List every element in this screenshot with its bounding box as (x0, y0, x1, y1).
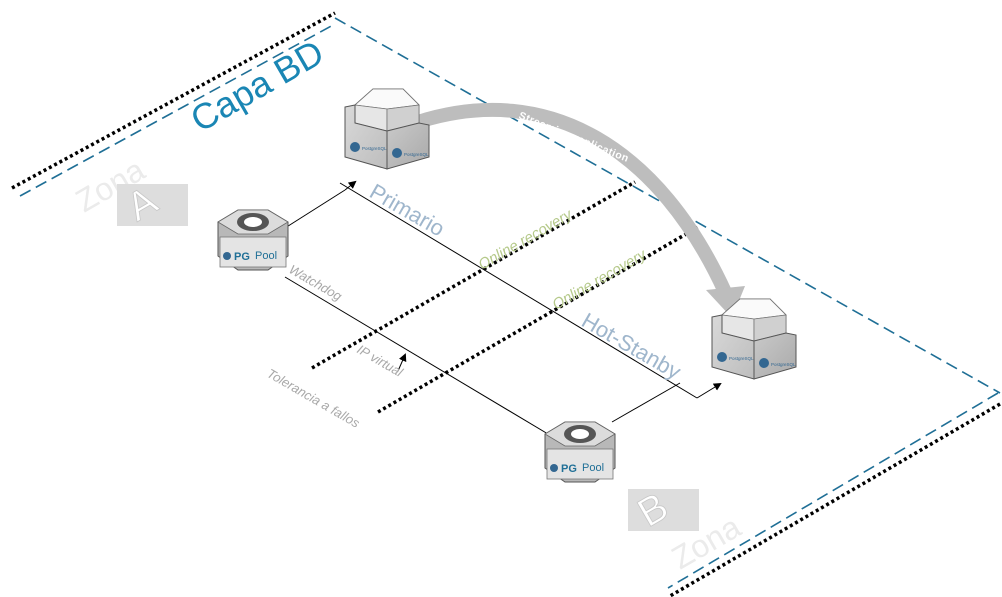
pgpool-node-b: PG Pool (544, 421, 616, 483)
postgresql-elephant-icon (550, 464, 558, 472)
zone-b-boundary (667, 392, 1001, 597)
standby-label: Hot-Stanby (578, 308, 686, 385)
zone-a-boundary (11, 11, 336, 197)
layer-title: Capa BD (184, 31, 331, 140)
virtual-ip-label: IP virtual (355, 342, 407, 381)
postgresql-elephant-icon (759, 358, 769, 368)
primary-logo-left: PostgreSQL (362, 146, 387, 151)
primary-label: Primario (366, 179, 449, 242)
standby-node: PostgreSQL PostgreSQL (711, 298, 797, 380)
pgpool-b-right: Pool (582, 462, 604, 474)
standby-logo-left: PostgreSQL (729, 356, 754, 361)
zone-a-badge: A (117, 178, 188, 230)
standby-logo-right: PostgreSQL (771, 362, 796, 367)
postgresql-elephant-icon (392, 148, 402, 158)
replication-label: Streaming replication (517, 110, 631, 165)
fault-tolerance-label: Tolerancia a fallos (265, 366, 363, 431)
postgresql-elephant-icon (350, 142, 360, 152)
replication-arrow (411, 102, 732, 299)
pgpool-b-left: PG (561, 463, 577, 475)
separator-line-1 (311, 180, 636, 370)
primary-node: PostgreSQL PostgreSQL (344, 88, 430, 170)
pgpool-node-a: PG Pool (217, 209, 289, 271)
pgpool-a-right: Pool (255, 250, 277, 262)
online-recovery-label-1: Online recovery (476, 205, 577, 273)
online-recovery-label-2: Online recovery (550, 245, 651, 313)
primary-logo-right: PostgreSQL (404, 152, 429, 157)
pgpool-a-left: PG (234, 251, 250, 263)
pool-icon (571, 429, 589, 439)
zone-b-badge: B (628, 484, 699, 536)
postgresql-elephant-icon (223, 252, 231, 260)
connection-lines (284, 180, 722, 438)
postgresql-elephant-icon (717, 352, 727, 362)
separator-line-2 (377, 224, 701, 414)
pool-icon (244, 217, 262, 227)
